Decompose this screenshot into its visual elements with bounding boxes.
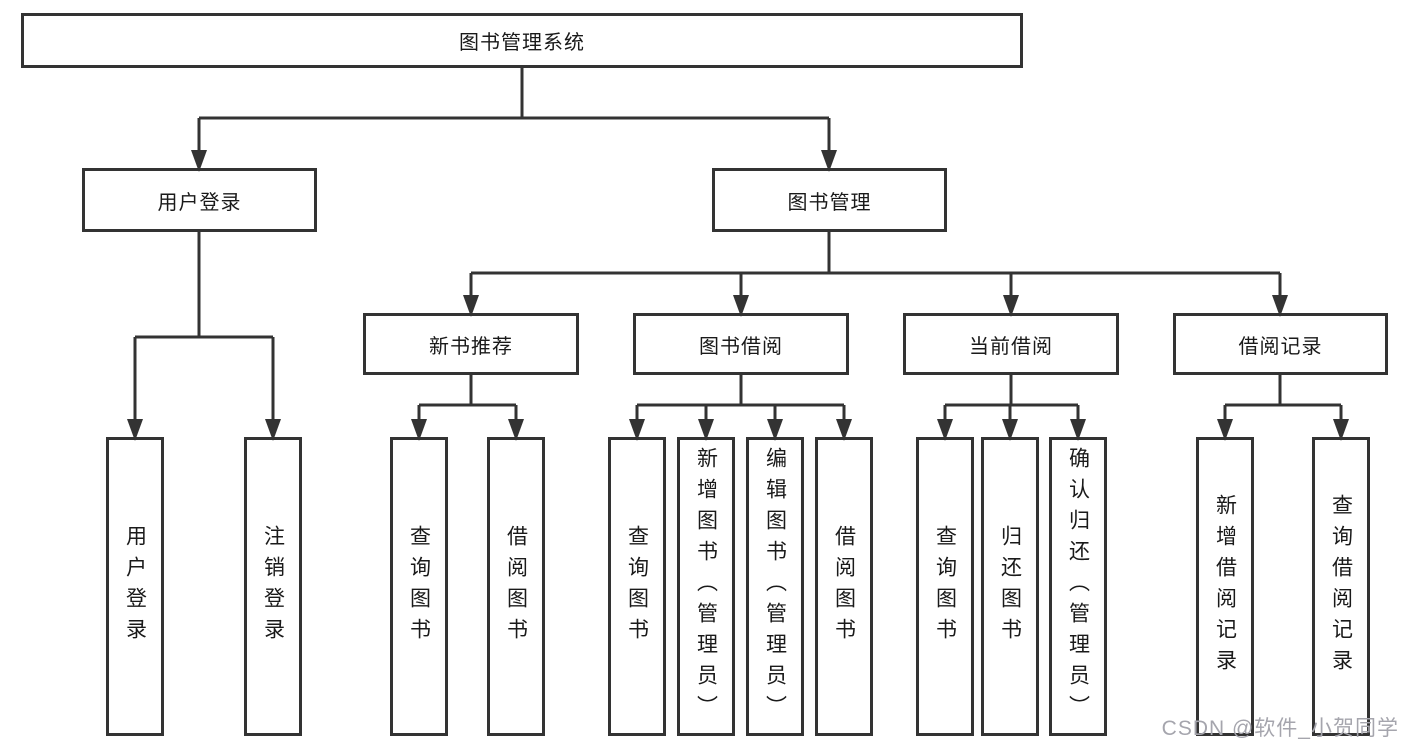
leaf-borrow-books-recommend: 借阅图书 xyxy=(487,437,545,736)
watermark: CSDN @软件_小贺同学 xyxy=(1161,717,1399,740)
leaf-query-books-borrowing: 查询图书 xyxy=(608,437,666,736)
leaf-borrow-books: 借阅图书 xyxy=(815,437,873,736)
leaf-edit-books-admin-label: 编辑图书（管理员） xyxy=(763,447,787,726)
leaf-query-books-recommend: 查询图书 xyxy=(390,437,448,736)
leaf-query-books-recommend-label: 查询图书 xyxy=(407,524,431,649)
leaf-add-borrow-record: 新增借阅记录 xyxy=(1196,437,1254,736)
leaf-add-books-admin: 新增图书（管理员） xyxy=(677,437,735,736)
leaf-confirm-return-admin-label: 确认归还（管理员） xyxy=(1066,447,1090,726)
node-book-management-label: 图书管理 xyxy=(787,191,872,214)
leaf-query-borrow-record: 查询借阅记录 xyxy=(1312,437,1370,736)
leaf-borrow-books-label: 借阅图书 xyxy=(832,524,856,649)
node-book-borrowing-label: 图书借阅 xyxy=(699,335,783,358)
leaf-edit-books-admin: 编辑图书（管理员） xyxy=(746,437,804,736)
node-root: 图书管理系统 xyxy=(21,13,1023,68)
node-book-management: 图书管理 xyxy=(712,168,947,232)
leaf-return-books-label: 归还图书 xyxy=(998,524,1022,649)
node-current-borrowing: 当前借阅 xyxy=(903,313,1119,375)
node-current-borrowing-label: 当前借阅 xyxy=(969,335,1053,358)
node-user-login-label: 用户登录 xyxy=(157,191,242,214)
node-user-login: 用户登录 xyxy=(82,168,317,232)
leaf-add-borrow-record-label: 新增借阅记录 xyxy=(1213,493,1237,680)
leaf-query-books-current: 查询图书 xyxy=(916,437,974,736)
node-root-label: 图书管理系统 xyxy=(459,32,585,54)
leaf-add-books-admin-label: 新增图书（管理员） xyxy=(694,447,718,726)
leaf-user-login: 用户登录 xyxy=(106,437,164,736)
leaf-return-books: 归还图书 xyxy=(981,437,1039,736)
leaf-borrow-books-recommend-label: 借阅图书 xyxy=(504,524,528,649)
node-new-book-recommend-label: 新书推荐 xyxy=(429,335,513,358)
node-borrowing-records-label: 借阅记录 xyxy=(1238,335,1323,358)
leaf-confirm-return-admin: 确认归还（管理员） xyxy=(1049,437,1107,736)
node-new-book-recommend: 新书推荐 xyxy=(363,313,579,375)
leaf-user-login-label: 用户登录 xyxy=(123,524,147,649)
leaf-query-books-current-label: 查询图书 xyxy=(933,524,957,649)
leaf-logout-label: 注销登录 xyxy=(261,524,285,649)
leaf-query-borrow-record-label: 查询借阅记录 xyxy=(1329,493,1353,680)
leaf-logout: 注销登录 xyxy=(244,437,302,736)
node-book-borrowing: 图书借阅 xyxy=(633,313,849,375)
leaf-query-books-borrowing-label: 查询图书 xyxy=(625,524,649,649)
node-borrowing-records: 借阅记录 xyxy=(1173,313,1388,375)
